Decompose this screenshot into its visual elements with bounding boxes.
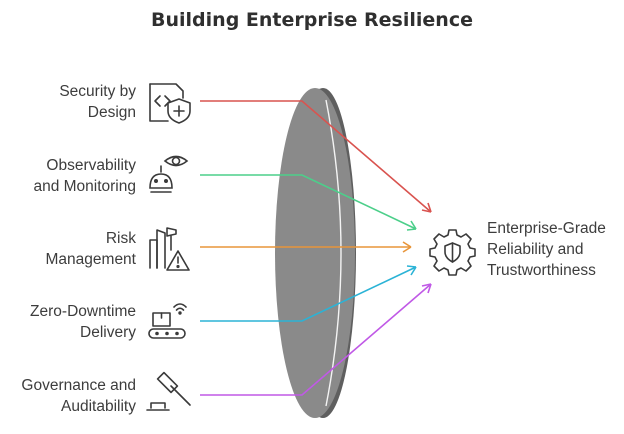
robot-eye-icon xyxy=(149,155,189,193)
label-risk-management: Risk Management xyxy=(6,228,136,270)
label-line: Observability xyxy=(46,157,136,174)
factory-warning-icon xyxy=(149,227,190,271)
output-line: Reliability and xyxy=(487,241,584,258)
label-governance: Governance and Auditability xyxy=(6,375,136,417)
shield-code-icon xyxy=(149,83,191,124)
label-observability: Observability and Monitoring xyxy=(6,155,136,197)
gear-shield-icon xyxy=(429,229,476,276)
connector-risk xyxy=(200,241,412,253)
page-title: Building Enterprise Resilience xyxy=(151,9,473,31)
label-line: Security by xyxy=(59,83,136,100)
label-line: Management xyxy=(45,251,136,268)
connector-governance xyxy=(200,283,432,396)
label-zero-downtime: Zero-Downtime Delivery xyxy=(6,301,136,343)
label-line: Zero-Downtime xyxy=(30,303,136,320)
conveyor-wifi-icon xyxy=(148,303,187,339)
connector-security xyxy=(200,100,432,213)
lens xyxy=(275,88,356,418)
output-line: Enterprise-Grade xyxy=(487,220,606,237)
label-line: Governance and xyxy=(21,377,136,394)
label-security-by-design: Security by Design xyxy=(6,81,136,123)
label-line: Design xyxy=(87,104,136,121)
connector-delivery xyxy=(200,265,417,322)
label-line: Auditability xyxy=(61,398,136,415)
connector-observability xyxy=(200,174,417,231)
label-line: Delivery xyxy=(80,324,136,341)
output-line: Trustworthiness xyxy=(487,262,596,279)
label-line: Risk xyxy=(105,230,136,247)
gavel-icon xyxy=(146,371,191,411)
label-line: and Monitoring xyxy=(33,178,136,195)
label-output: Enterprise-Grade Reliability and Trustwo… xyxy=(487,218,622,281)
